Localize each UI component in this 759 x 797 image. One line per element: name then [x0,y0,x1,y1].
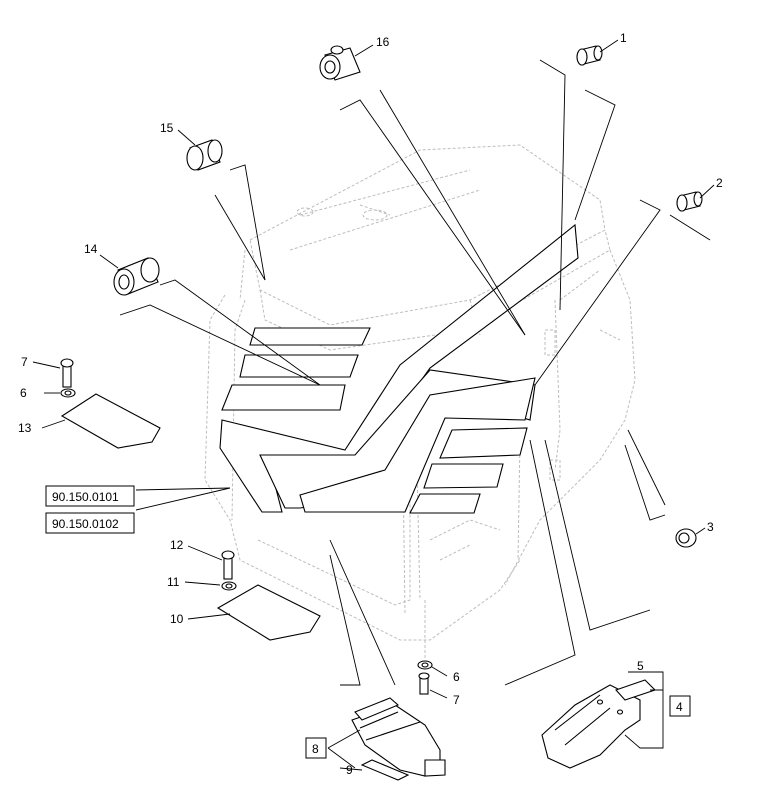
stripe-upper-3 [221,384,346,411]
part-8-cover-assembly [327,697,446,781]
reference-box-1[interactable]: 90.150.0101 [45,485,135,507]
callout-2: 2 [716,176,723,190]
callout-15: 15 [160,121,174,135]
stripe-right-2 [423,463,504,489]
stripe-upper-2 [239,354,359,378]
part-9-strip [360,759,410,781]
boxed-callout-8[interactable]: 8 [305,737,327,759]
callout-8: 8 [312,742,319,756]
part-14-grommet [99,254,160,296]
chevron-stripe-lower [299,377,536,513]
callout-3: 3 [707,520,714,534]
callout-5: 5 [637,659,644,673]
leader-lines [119,59,711,686]
part-4-cover-assembly [541,671,664,769]
part-12-bolt-lower [187,545,235,580]
boxed-callout-4[interactable]: 4 [669,695,691,717]
part-16-grommet [319,44,374,81]
callout-6-bottom: 6 [453,670,460,684]
callout-6-upper: 6 [20,386,27,400]
part-10-plate [187,584,321,641]
callout-9: 9 [346,763,353,777]
decal-stripes [219,223,579,514]
reference-90-150-0102: 90.150.0102 [52,517,119,531]
stripe-upper-1 [249,327,371,346]
callout-12: 12 [170,538,184,552]
callout-4: 4 [676,700,683,714]
callout-10: 10 [170,612,184,626]
part-7-bolt-bottom [418,672,448,699]
part-2-plug [676,184,715,212]
part-5-strip [615,679,657,701]
part-1-plug [576,39,619,66]
callout-7-bottom: 7 [453,693,460,707]
reference-box-2[interactable]: 90.150.0102 [45,512,135,534]
part-15-grommet [177,129,223,171]
callout-16: 16 [376,35,390,49]
part-6-washer-upper [44,388,76,398]
callout-11: 11 [167,575,180,589]
callout-14: 14 [84,242,98,256]
stripe-right-1 [439,427,528,459]
part-11-washer-lower [184,581,237,591]
callout-13: 13 [18,421,32,435]
stripe-right-3 [409,493,481,514]
callout-7-upper: 7 [21,355,28,369]
part-7-bolt-upper [32,358,74,388]
reference-90-150-0101: 90.150.0101 [52,490,119,504]
part-13-plate [41,393,161,449]
callout-labels: 1 2 3 5 6 7 9 10 11 12 13 14 15 16 7 6 [18,31,723,777]
callout-1: 1 [620,31,627,45]
part-3-plug [675,527,706,548]
part-6-washer-bottom [417,660,448,677]
